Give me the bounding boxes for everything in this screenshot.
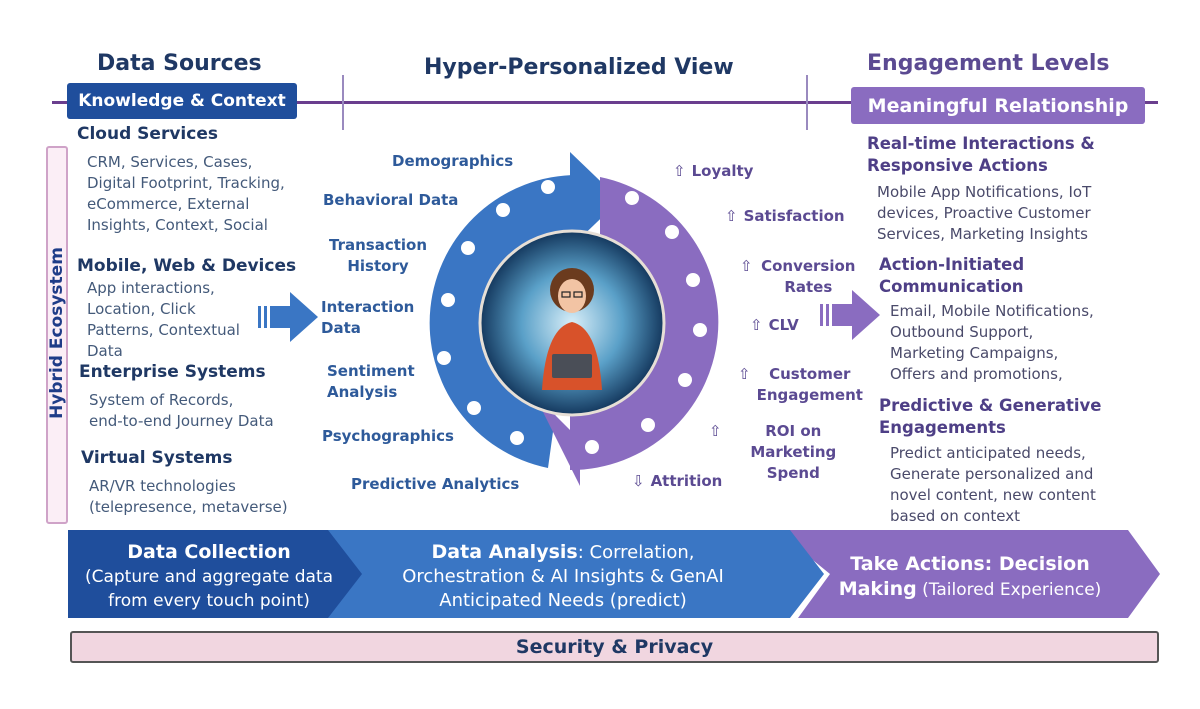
virtual-systems-title: Virtual Systems [81,448,233,468]
timeline-divider-left [342,75,344,130]
label-customer-engagement: ⇧Customer Engagement [738,365,863,404]
knowledge-context-banner: Knowledge & Context [67,83,297,119]
cycle-diagram [429,152,719,486]
up-arrow-icon: ⇧ [750,316,763,334]
enterprise-systems-body: System of Records,end-to-end Journey Dat… [89,391,274,430]
security-privacy-bar: Security & Privacy [70,631,1159,663]
header-data-sources: Data Sources [97,51,262,76]
virtual-systems-body: AR/VR technologies(telepresence, metaver… [89,477,288,516]
label-demographics: Demographics [392,152,514,170]
data-collection-text: Data Collection (Capture and aggregate d… [84,541,334,611]
up-arrow-icon: ⇧ [673,162,686,180]
label-behavioral-data: Behavioral Data [323,191,459,209]
label-roi-marketing-spend: ⇧ROI on Marketing Spend [709,422,837,482]
mobile-web-devices-title: Mobile, Web & Devices [77,256,297,276]
label-psychographics: Psychographics [322,427,454,445]
predictive-generative-title: Predictive & Generative Engagements [879,396,1102,437]
down-arrow-icon: ⇩ [632,472,645,490]
realtime-interactions-title: Real-time Interactions & Responsive Acti… [867,134,1095,175]
cloud-services-body: CRM, Services, Cases,Digital Footprint, … [87,153,285,234]
action-initiated-title: Action-Initiated Communication [879,255,1025,296]
label-loyalty: ⇧Loyalty [673,162,754,180]
label-attrition: ⇩Attrition [632,472,723,490]
take-actions-text: Take Actions: Decision Making (Tailored … [838,553,1102,600]
data-analysis-text: Data Analysis: Correlation, Orchestratio… [402,541,724,611]
blue-cycle-arrowhead [570,152,620,248]
label-satisfaction: ⇧Satisfaction [725,207,845,225]
data-analysis-shape [326,530,824,618]
purple-cycle-arrowhead [534,394,580,486]
header-hyper-personalized-view: Hyper-Personalized View [424,55,734,80]
meaningful-relationship-banner: Meaningful Relationship [851,87,1145,124]
label-predictive-analytics: Predictive Analytics [351,475,520,493]
take-actions-shape [776,530,1160,618]
right-arrow-icon-left [258,292,318,342]
enterprise-systems-title: Enterprise Systems [79,362,266,382]
up-arrow-icon: ⇧ [738,365,751,383]
header-engagement-levels: Engagement Levels [867,51,1110,76]
person-illustration [542,268,602,390]
up-arrow-icon: ⇧ [709,422,722,440]
label-sentiment-analysis: Sentiment Analysis [327,362,415,401]
hybrid-ecosystem-label: Hybrid Ecosystem [46,146,68,524]
predictive-generative-body: Predict anticipated needs,Generate perso… [890,444,1096,525]
label-interaction-data: Interaction Data [321,298,415,337]
data-collection-shape [68,530,362,618]
cloud-services-title: Cloud Services [77,124,218,144]
label-transaction-history: Transaction History [328,236,428,275]
purple-cycle-arc [570,177,719,471]
label-clv: ⇧CLV [750,316,799,334]
right-arrow-icon-right [820,290,880,340]
action-initiated-body: Email, Mobile Notifications,Outbound Sup… [890,302,1094,383]
timeline-divider-right [806,75,808,130]
process-bar [68,530,1160,618]
timeline-line [52,101,1158,104]
up-arrow-icon: ⇧ [740,257,753,275]
label-conversion-rates: ⇧Conversion Rates [740,257,856,296]
up-arrow-icon: ⇧ [725,207,738,225]
